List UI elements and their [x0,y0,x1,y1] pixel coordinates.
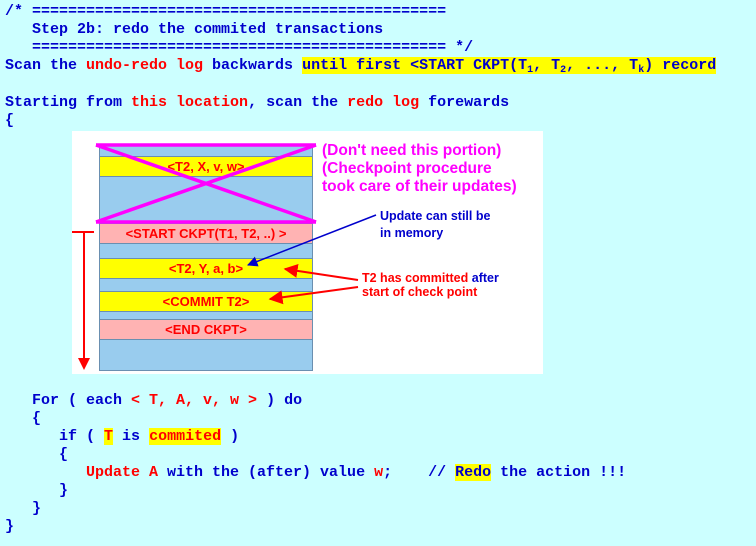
w-text: w [374,464,384,481]
if-brace-close: } [5,482,69,499]
update-memory-arrow-icon [247,214,377,267]
magenta-note-line: (Checkpoint procedure [322,160,492,177]
scan-text: Scan the [5,57,87,74]
scan-forward-arrow-icon [72,231,94,370]
red-note: T2 has committed after start of check po… [362,271,499,299]
starting-from-text: Starting from [5,94,132,111]
scan-the-text: , scan the [248,94,348,111]
starting-line: Starting from this location, scan the re… [5,94,509,112]
log-record-label: <START CKPT(T1, T2, ..) > [125,226,287,241]
cross-out-icon [95,143,317,224]
t-text: T [104,428,114,445]
is-text: is [113,428,150,445]
update-a-text: Update A [86,464,159,481]
do-text: ) do [257,392,303,409]
forewards-text: forewards [419,94,510,111]
brace-open: { [5,112,15,129]
redo-log-text: redo log [347,94,420,111]
comment-title: Step 2b: redo the commited transactions [32,21,384,38]
for-brace-close: } [5,500,42,517]
until-first-highlight: until first <START CKPT(T1, T2, ..., Tk)… [302,57,717,76]
until-text: until first <START CKPT(T [302,57,528,74]
update-line: Update A with the (after) value w; // Re… [5,464,626,482]
log-record-tuple-text: < T, A, v, w > [131,392,258,409]
commited-text: commited [149,428,222,445]
subscript-2: 2 [560,65,567,76]
log-record-end-ckpt: <END CKPT> [99,319,313,340]
this-location-text: this location [131,94,249,111]
committed-arrow-icon [268,286,359,305]
magenta-note-line: (Don't need this portion) [322,142,502,159]
update-indent [5,464,86,481]
backwards-text: backwards [203,57,303,74]
log-record-t2-y: <T2, Y, a, b> [99,258,313,279]
committed-arrow-icon [283,263,359,281]
if-brace-open: { [5,446,69,463]
log-record-label: <COMMIT T2> [162,294,250,309]
with-value-text: with the (after) value [158,464,375,481]
blue-note: Update can still be in memory [380,208,490,242]
ellipsis-text: , ..., T [566,57,639,74]
red-note-after-text: after [468,271,499,285]
log-record-label: <T2, X, v, w> [167,159,245,174]
log-record-label: <END CKPT> [165,322,247,337]
subscript-1: 1 [527,65,534,76]
brace-close: } [5,518,15,535]
undo-redo-log-text: undo-redo log [86,57,204,74]
blue-note-line: Update can still be [380,209,491,223]
comment-open-line: /* =====================================… [5,3,447,20]
blue-note-line: in memory [380,226,444,240]
record-text: ) record [644,57,717,74]
red-note-text: T2 has committed [362,271,469,285]
comment-close-line: ========================================… [5,39,474,56]
if-line: if ( T is commited ) [5,428,239,446]
magenta-note: (Don't need this portion) (Checkpoint pr… [322,142,517,196]
log-record-commit-t2: <COMMIT T2> [99,291,313,312]
scan-backwards-line: Scan the undo-redo log backwards until f… [5,57,717,76]
the-action-text: the action !!! [491,464,627,481]
if-close-text: ) [221,428,240,445]
if-text: if ( [5,428,105,445]
comment-slashes-text: ; // [383,464,456,481]
subscript-k: k [638,65,645,76]
comma-t-text: , T [533,57,561,74]
log-record-t2-x: <T2, X, v, w> [99,156,313,177]
red-note-line: start of check point [362,285,478,299]
for-brace-open: { [5,410,42,427]
log-record-label: <T2, Y, a, b> [168,261,244,276]
redo-text: Redo [455,464,492,481]
comment-title-line: Step 2b: redo the commited transactions [5,21,383,39]
for-line: For ( each < T, A, v, w > ) do [5,392,302,410]
magenta-note-line: took care of their updates) [322,178,517,195]
for-text: For ( each [5,392,132,409]
log-spacer [99,339,313,371]
